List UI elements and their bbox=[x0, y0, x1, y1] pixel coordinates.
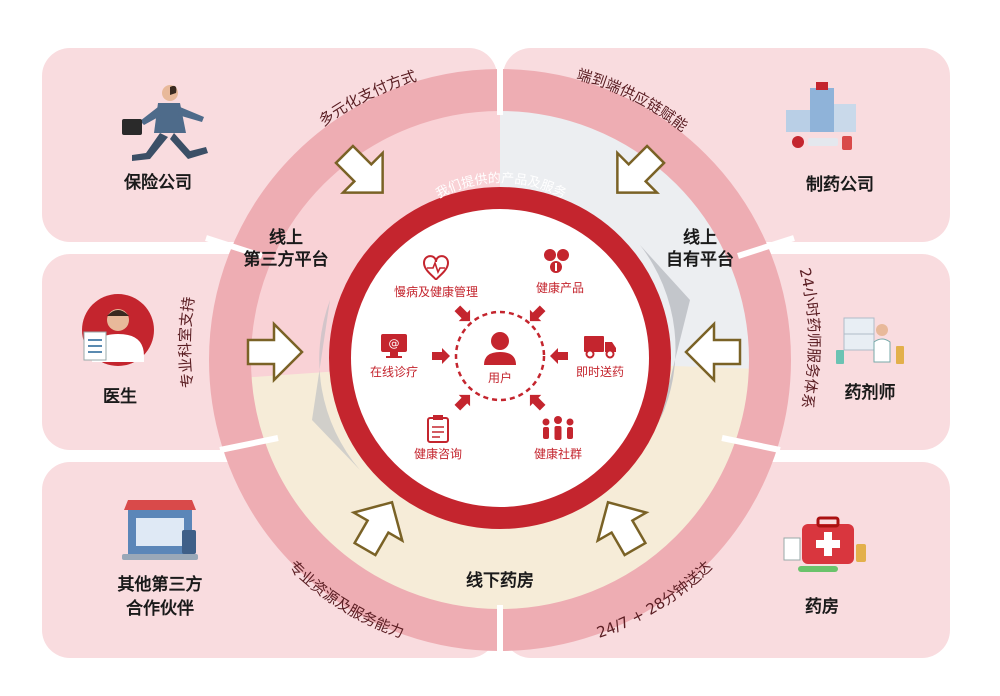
arrow-bottom-left bbox=[350, 500, 405, 557]
arrow-top-right bbox=[616, 144, 666, 194]
pills-icon bbox=[544, 249, 569, 273]
arrow-left bbox=[246, 320, 304, 384]
first-aid-kit-icon bbox=[783, 516, 866, 572]
group-icon bbox=[542, 416, 574, 440]
service-delivery: 即时送药 bbox=[576, 364, 624, 379]
grey-swoosh-left bbox=[312, 300, 360, 470]
clipboard-icon bbox=[427, 415, 449, 443]
platform-third-line2: 第三方平台 bbox=[244, 249, 329, 270]
businessman-icon bbox=[122, 85, 208, 161]
service-community: 健康社群 bbox=[534, 446, 582, 461]
truck-icon bbox=[584, 336, 616, 359]
platform-own-line2: 自有平台 bbox=[666, 249, 734, 270]
arrow-right bbox=[684, 320, 742, 384]
monitor-icon: @ bbox=[381, 334, 407, 358]
pharmacist-icon bbox=[836, 317, 904, 364]
partner-pharmacy: 药房 bbox=[805, 596, 839, 617]
arrow-top-left bbox=[334, 144, 384, 194]
partner-pharmacist: 药剂师 bbox=[845, 382, 896, 403]
platform-labels: 线上 第三方平台 线上 自有平台 线下药房 bbox=[244, 227, 735, 591]
partner-pharma: 制药公司 bbox=[806, 174, 874, 195]
partner-insurance: 保险公司 bbox=[123, 172, 192, 193]
platform-offline: 线下药房 bbox=[466, 570, 534, 591]
partner-other-line2: 合作伙伴 bbox=[126, 598, 194, 619]
user-icon bbox=[484, 332, 516, 365]
inward-arrows bbox=[246, 144, 742, 557]
service-products: 健康产品 bbox=[536, 280, 584, 295]
ring-separators bbox=[205, 40, 795, 680]
arrow-bottom-right bbox=[595, 500, 650, 557]
user-label: 用户 bbox=[488, 370, 512, 385]
service-arrows bbox=[432, 305, 568, 411]
partner-doctor: 医生 bbox=[103, 386, 137, 407]
doctor-icon bbox=[82, 294, 154, 366]
center-circle: 我们提供的产品及服务 用户 慢病及健康管理 健康产品 bbox=[329, 170, 671, 529]
pharma-building-icon bbox=[786, 82, 856, 150]
grey-swoosh bbox=[640, 245, 690, 420]
partner-other-line1: 其他第三方 bbox=[118, 574, 203, 595]
service-online: 在线诊疗 bbox=[370, 365, 418, 379]
service-chronic: 慢病及健康管理 bbox=[394, 284, 478, 299]
platform-own-line1: 线上 bbox=[683, 227, 717, 248]
heart-icon bbox=[422, 255, 450, 281]
platform-third-line1: 线上 bbox=[269, 227, 303, 248]
service-consult: 健康咨询 bbox=[414, 446, 462, 461]
store-icon bbox=[122, 500, 198, 560]
svg-text:@: @ bbox=[389, 337, 400, 350]
